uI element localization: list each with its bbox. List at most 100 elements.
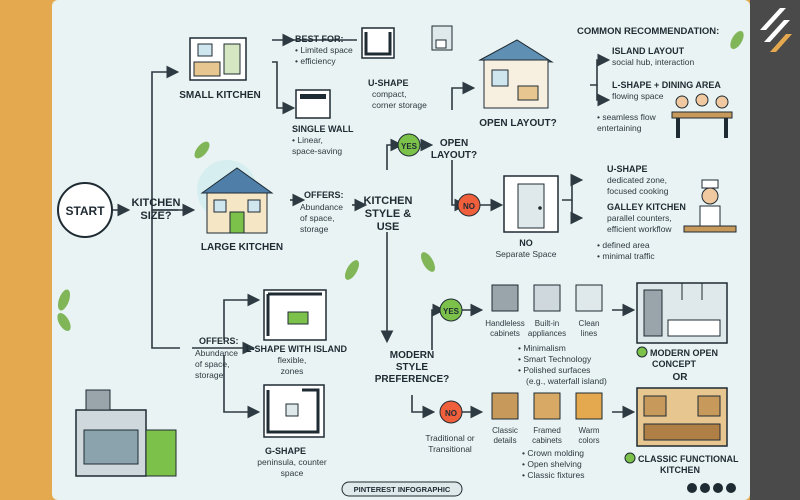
svg-text:KITCHEN: KITCHEN (132, 197, 181, 209)
common-recommendation-title: COMMON RECOMMENDATION: (577, 26, 719, 37)
svg-text:(e.g., waterfall island): (e.g., waterfall island) (526, 376, 607, 386)
svg-text:• Linear,: • Linear, (292, 135, 323, 145)
leaf-icon (194, 141, 210, 159)
family-dining-illustration (671, 93, 733, 138)
svg-text:PINTEREST INFOGRAPHIC: PINTEREST INFOGRAPHIC (354, 485, 451, 494)
traditional-label: Traditional or Transitional (425, 433, 474, 454)
svg-text:SIZE?: SIZE? (140, 210, 171, 222)
svg-text:• Limited space: • Limited space (295, 45, 353, 55)
svg-text:KITCHEN: KITCHEN (660, 465, 700, 475)
u-shape-plan-icon (361, 27, 395, 59)
svg-text:NO: NO (463, 202, 475, 211)
brand-logo-icon (760, 8, 792, 52)
small-kitchen-illustration (189, 37, 247, 81)
infographic-diagram: START KITCHEN SIZE? SMALL KITCHEN BEST F… (57, 25, 744, 497)
svg-text:• Polished surfaces: • Polished surfaces (518, 365, 590, 375)
u-shape-small-title: U-SHAPE (368, 78, 409, 88)
svg-text:corner storage: corner storage (372, 100, 427, 110)
svg-text:space: space (281, 468, 304, 478)
single-wall-plan-icon (295, 89, 331, 119)
facebook-icon (687, 483, 697, 493)
svg-text:STYLE &: STYLE & (365, 208, 412, 220)
svg-text:• minimal traffic: • minimal traffic (597, 251, 655, 261)
svg-text:flexible,: flexible, (278, 355, 307, 365)
leaf-icon (730, 30, 744, 50)
svg-text:lines: lines (581, 329, 597, 338)
best-for-title: BEST FOR: (295, 34, 344, 44)
start-label: START (65, 204, 105, 218)
island-layout-title: ISLAND LAYOUT (612, 46, 685, 56)
svg-text:KITCHEN: KITCHEN (364, 195, 413, 207)
svg-text:parallel counters,: parallel counters, (607, 213, 672, 223)
l-shape-island-plan-icon (263, 289, 327, 341)
twitter-icon (713, 483, 723, 493)
svg-text:OFFERS:: OFFERS: (199, 336, 239, 346)
right-panel (750, 0, 800, 500)
svg-text:cabinets: cabinets (532, 436, 562, 445)
svg-text:compact,: compact, (372, 89, 407, 99)
svg-text:YES: YES (443, 307, 460, 316)
svg-text:dedicated zone,: dedicated zone, (607, 175, 667, 185)
open-layout-question: OPEN LAYOUT? (431, 138, 477, 161)
yes-badge-open: YES (397, 133, 421, 157)
leaf-icon (345, 260, 359, 280)
svg-text:Clean: Clean (579, 319, 600, 328)
svg-text:social hub, interaction: social hub, interaction (612, 57, 694, 67)
svg-text:• Minimalism: • Minimalism (518, 343, 566, 353)
l-dining-title: L-SHAPE + DINING AREA (612, 80, 721, 90)
svg-text:CONCEPT: CONCEPT (652, 359, 697, 369)
classic-kitchen-illustration (636, 387, 728, 447)
svg-text:peninsula, counter: peninsula, counter (257, 457, 327, 467)
kitchen-size-question: KITCHEN SIZE? (132, 197, 181, 222)
separate-no-label: NO (519, 238, 533, 248)
u-shape-separate-title: U-SHAPE (607, 164, 648, 174)
svg-text:Traditional or: Traditional or (425, 433, 474, 443)
stove-illustration (75, 389, 177, 477)
coffee-machine-icon (431, 25, 453, 51)
svg-text:flowing space: flowing space (612, 91, 664, 101)
separate-space-label: Separate Space (496, 249, 557, 259)
offers-secondary: OFFERS: Abundance of space, storage (195, 336, 239, 380)
kitchen-style-use-question: KITCHEN STYLE & USE (364, 195, 413, 233)
svg-text:space-saving: space-saving (292, 146, 342, 156)
left-border (0, 0, 52, 500)
social-icons (687, 483, 736, 493)
g-shape-plan-icon (263, 384, 325, 438)
yes-badge-modern: YES (439, 298, 463, 322)
svg-text:OPEN: OPEN (440, 138, 468, 149)
leaf-icon (57, 289, 71, 311)
svg-text:Classic: Classic (492, 426, 518, 435)
single-wall-title: SINGLE WALL (292, 124, 354, 134)
modern-kitchen-illustration (636, 282, 728, 344)
svg-text:Framed: Framed (533, 426, 561, 435)
chef-illustration (683, 179, 737, 233)
svg-text:• defined area: • defined area (597, 240, 650, 250)
svg-text:of space,: of space, (300, 213, 335, 223)
svg-text:NO: NO (445, 409, 457, 418)
svg-text:PREFERENCE?: PREFERENCE? (375, 374, 449, 385)
large-kitchen-title: LARGE KITCHEN (201, 242, 283, 253)
svg-text:Built-in: Built-in (535, 319, 559, 328)
svg-text:cabinets: cabinets (490, 329, 520, 338)
svg-text:MODERN OPEN: MODERN OPEN (650, 348, 718, 358)
svg-text:entertaining: entertaining (597, 123, 642, 133)
classic-functional-result: CLASSIC FUNCTIONAL KITCHEN (624, 452, 739, 475)
svg-text:of space,: of space, (195, 359, 230, 369)
svg-text:• Smart Technology: • Smart Technology (518, 354, 592, 364)
no-badge-separate: NO (457, 193, 481, 217)
decorative-leaves (57, 30, 744, 332)
traditional-features: Classic details Framed cabinets Warm col… (491, 392, 603, 445)
large-offers-title: OFFERS: (304, 190, 344, 200)
svg-text:• Open shelving: • Open shelving (522, 459, 582, 469)
modern-open-concept-result: MODERN OPEN CONCEPT (636, 346, 718, 369)
svg-text:Handleless: Handleless (485, 319, 525, 328)
instagram-icon (700, 483, 710, 493)
small-kitchen-title: SMALL KITCHEN (179, 90, 260, 101)
footer-banner: PINTEREST INFOGRAPHIC (341, 481, 463, 497)
svg-text:MODERN: MODERN (390, 350, 434, 361)
open-layout-label: OPEN LAYOUT? (479, 118, 556, 129)
svg-text:LAYOUT?: LAYOUT? (431, 150, 477, 161)
svg-text:efficient workflow: efficient workflow (607, 224, 672, 234)
svg-text:storage: storage (300, 224, 329, 234)
